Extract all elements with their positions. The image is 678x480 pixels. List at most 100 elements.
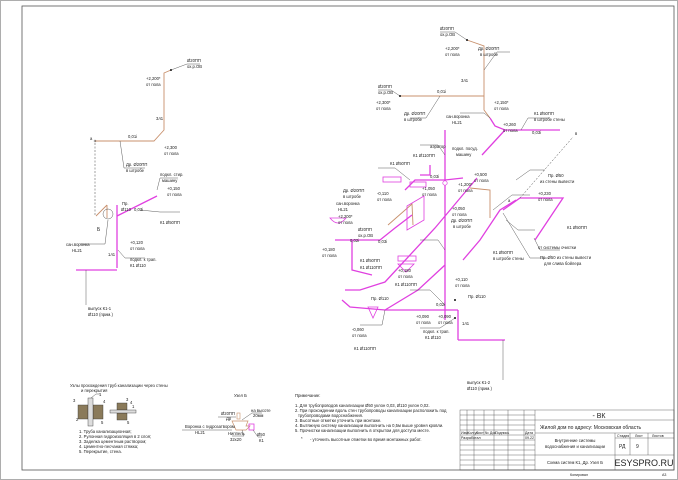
label: Ø20ПП [187,58,201,63]
elevation-label: -0,060 [352,327,365,332]
fixture-sink-2 [397,255,417,262]
label: от пола [167,192,182,197]
leader [360,309,386,326]
label: от пола [146,82,161,87]
riser-mark-a [93,139,97,143]
dashed-riser-right [519,136,574,199]
elevation-label: +2,300 [164,145,178,150]
slope-label: 0,02i [436,302,445,307]
fixture-bath [406,195,425,231]
fixture-toilet [397,263,415,273]
leader [252,429,262,438]
label: в штробе [480,52,499,57]
column-header: Кол.уч. [468,431,480,435]
elevation-label: +0,050 [452,206,466,211]
elevation-label: +2,200* [146,76,161,81]
column-header: Дата [525,431,533,435]
sheet-value: 9 [636,444,639,450]
leader [90,393,100,399]
label: от пола [538,197,553,202]
sewer-pipe-segment [335,214,413,241]
elevation-label: +2,200* [445,46,460,51]
sheets-header: Листов [652,434,664,438]
label: К1 Ø50ПП [493,250,513,255]
label: от пола [377,197,392,202]
slope-label: 0,03i [378,239,387,244]
vent-pipe-left-lower [95,204,108,217]
slope-label: 0,03i [430,174,439,179]
riser-mark: а [90,136,93,141]
leader [420,317,456,329]
elevation-label: -0,110 [377,191,389,196]
legend-item: 3. Заделка цементным раствором; [79,439,146,444]
fixture-sink [382,176,402,183]
elevation-label: +0,090 [416,314,430,319]
leader [505,219,535,231]
detail-title: Узлы прохождения труб канализации через … [70,383,168,388]
label: Др. Ø20ПП [478,46,499,51]
sewer-pipe-k1-50 [116,195,158,217]
format-label: А3 [662,473,666,477]
label: К1 Ø50ПП [390,161,410,166]
leader [515,169,545,181]
label: К1 Ø110ПП [360,265,382,270]
label: в штробе стены [493,256,524,261]
node-label: Б [97,227,101,233]
legend-item: 5. Перекрытие, стена. [79,449,122,454]
label: 1л1 [108,252,116,257]
label: Др. Ø20ПП [451,218,472,223]
label: в штробе [126,168,145,173]
stage-header: Стадия [617,434,629,438]
elevation-label: +0,500 [474,172,488,177]
label: от пола [398,274,413,279]
sheet-header: Лист [635,434,643,438]
label: ох.р.ОВ [378,90,393,95]
leader [241,412,262,421]
slope-label: 0,01i [437,89,446,94]
label: HL21 [452,120,463,125]
label: в штробе стены [534,117,565,122]
elevation-label: +0,150 [167,186,181,191]
label: Др. Ø20ПП [126,162,147,167]
label: Др. Ø20ПП [404,111,425,116]
label: машину [162,178,178,183]
label: от пола [503,128,518,133]
fixture-dishwasher [409,181,427,188]
legend-item: 1. Труба канализационная; [79,429,132,434]
label: 3л1 [461,78,469,83]
scheme-right: Ø20ПП ох.р.ОВ +2,200* от пола Др. Ø20ПП … [322,26,592,391]
elevation-label: +2,200* [338,214,353,219]
label: Пр. Ø50 из стены вывести [540,255,592,260]
legend-item: 2. Рулонная гидроизоляция в 2 слоя; [79,434,151,439]
label: HL21 [195,430,206,435]
leader [483,51,510,71]
label: К1 Ø50ПП [567,225,587,230]
title-block: Изм. Кол.уч. Лист № Док. Подпись Дата Ра… [459,409,675,477]
leader [520,117,550,131]
asterisk: * [301,436,303,441]
label: Ø20ПП [221,411,235,416]
note-item: 2. При прохождении вдоль стен трубопрово… [295,408,447,413]
vent-stub [236,412,241,420]
slope-label: 0,03i [532,130,541,135]
elevation-label: +1,050 [422,186,436,191]
k1-stub [248,423,255,431]
riser-mark: а [508,198,511,203]
detail-title: и перекрытия [81,388,107,393]
label: от системы очистки [538,245,577,250]
funnel [231,420,251,431]
slope-label: 0,03i [134,207,143,212]
label: Пр. Ø110 [371,296,389,301]
callout: 4 [103,399,106,404]
label: от пола [376,106,391,111]
document-code: - ВК [592,413,606,420]
callout: 5 [127,420,130,425]
leader [460,112,491,119]
leader [170,63,200,71]
label: Пр. Ø50 [548,173,564,178]
label: К1 Ø110ПП [354,346,376,351]
leader [420,239,446,251]
label: от пола [322,253,337,258]
drawing-frame [21,5,675,471]
